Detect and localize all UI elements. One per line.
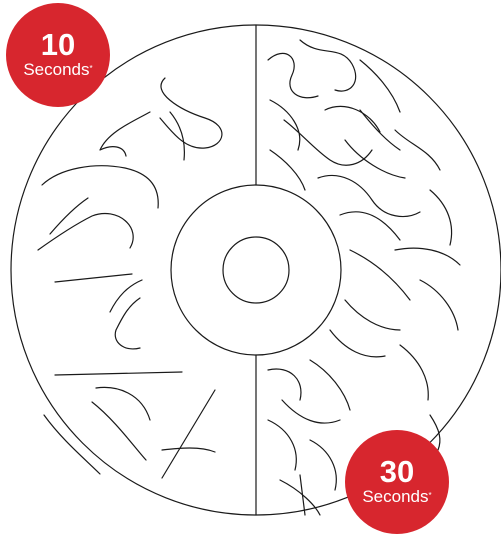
badge-number: 30 — [380, 457, 414, 487]
badge-unit-label: Seconds — [23, 60, 89, 79]
ten-seconds-badge: 10 Seconds* — [6, 3, 110, 107]
badge-unit-label: Seconds — [362, 487, 428, 506]
thirty-seconds-badge: 30 Seconds* — [345, 430, 449, 534]
center-hole — [223, 237, 289, 303]
badge-unit: Seconds* — [362, 487, 431, 507]
badge-number: 10 — [41, 30, 75, 60]
badge-footnote-mark: * — [429, 491, 432, 500]
badge-unit: Seconds* — [23, 60, 92, 80]
inner-ring — [171, 185, 341, 355]
badge-footnote-mark: * — [90, 64, 93, 73]
left-half-scratches — [38, 78, 222, 478]
